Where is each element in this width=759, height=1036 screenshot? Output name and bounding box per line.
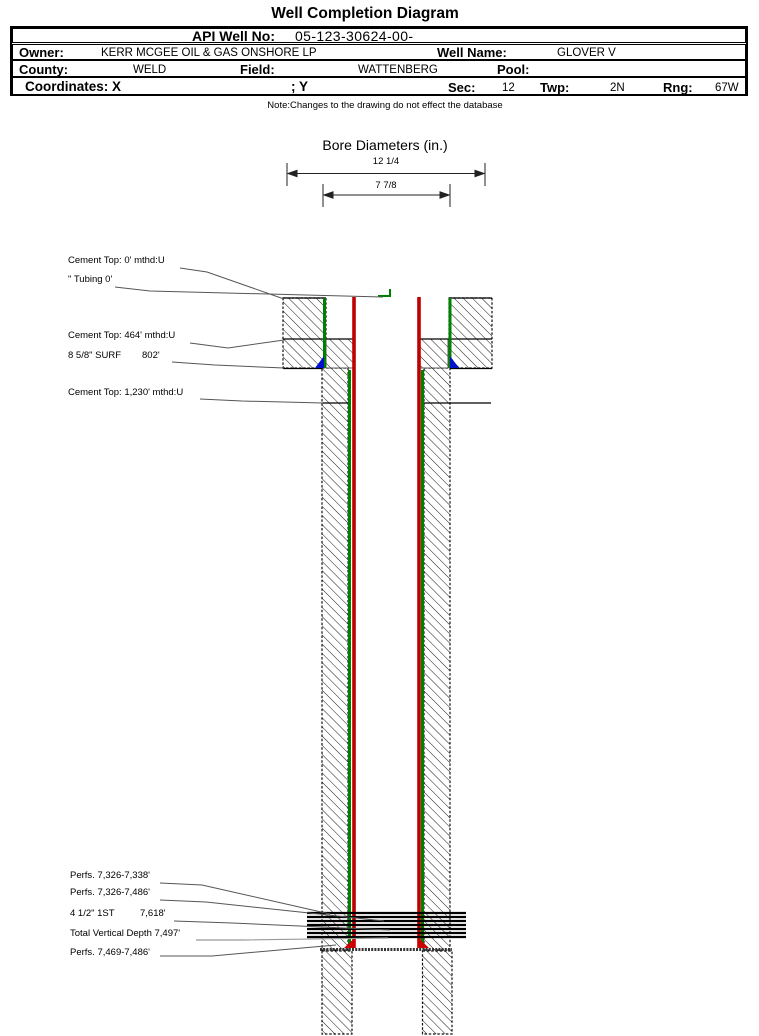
bore-diameter-outer-value: 12 1/4 (372, 156, 400, 167)
tvd-leader-line (196, 937, 389, 941)
owner-value: KERR MCGEE OIL & GAS ONSHORE LP (101, 46, 317, 59)
rng-label: Rng: (663, 79, 693, 95)
sec-value: 12 (502, 81, 515, 94)
annotation-tubing: " Tubing 0' (68, 274, 113, 285)
twp-label: Twp: (540, 79, 570, 95)
table-row-county (12, 60, 746, 77)
county-value: WELD (133, 63, 167, 76)
owner-label: Owner: (19, 44, 64, 60)
annotation-cement-top-0: Cement Top: 0' mthd:U (68, 255, 165, 266)
well-name-label: Well Name: (437, 44, 507, 60)
pool-label: Pool: (497, 61, 530, 77)
rng-value: 67W (715, 81, 739, 94)
sec-label: Sec: (448, 79, 476, 95)
coordinates-label: Coordinates: X (25, 79, 122, 94)
tubing-hanger-icon (378, 289, 391, 297)
database-note: Note:Changes to the drawing do not effec… (267, 100, 503, 111)
cement-columns (282, 297, 493, 1035)
table-row-coordinates (12, 77, 746, 96)
bore-dimension-lines (286, 163, 486, 207)
api-value: 05-123-30624-00- (295, 28, 414, 44)
perforation-lines (307, 911, 466, 939)
coordinate-y-label: ; Y (291, 79, 309, 94)
table-row-owner (12, 43, 746, 60)
county-label: County: (19, 61, 69, 77)
annotation-perfs-mid: Perfs. 7,326-7,486' (70, 887, 150, 898)
annotation-total-vertical-depth: Total Vertical Depth 7,497' (70, 928, 181, 939)
tubing-lines (352, 297, 421, 948)
annotation-production-casing-depth: 7,618' (140, 908, 166, 919)
annotation-production-casing: 4 1/2" 1ST (70, 908, 115, 919)
table-row-api (12, 27, 746, 43)
bore-diameter-inner-value: 7 7/8 (375, 180, 397, 191)
annulus-cement (325, 338, 449, 369)
bore-diameters-title: Bore Diameters (in.) (322, 137, 448, 153)
twp-value: 2N (610, 81, 625, 94)
annotation-leader-lines (114, 267, 391, 957)
annotation-cement-top-1230: Cement Top: 1,230' mthd:U (68, 387, 184, 398)
field-label: Field: (240, 61, 275, 77)
annotation-perfs-lower: Perfs. 7,469-7,486' (70, 947, 150, 958)
annotation-surface-casing-depth: 802' (142, 350, 160, 361)
field-value: WATTENBERG (358, 63, 438, 76)
annotation-surface-casing: 8 5/8" SURF (68, 350, 122, 361)
production-casing-shoe-icons (344, 937, 429, 948)
surface-casing-shoe-icons (315, 356, 459, 368)
page-title: Well Completion Diagram (271, 5, 459, 22)
api-label: API Well No: (192, 28, 275, 44)
annotation-cement-top-464: Cement Top: 464' mthd:U (68, 330, 176, 341)
depth-boundary-lines (283, 297, 492, 404)
well-name-value: GLOVER V (557, 46, 616, 59)
annotation-perfs-upper: Perfs. 7,326-7,338' (70, 870, 150, 881)
